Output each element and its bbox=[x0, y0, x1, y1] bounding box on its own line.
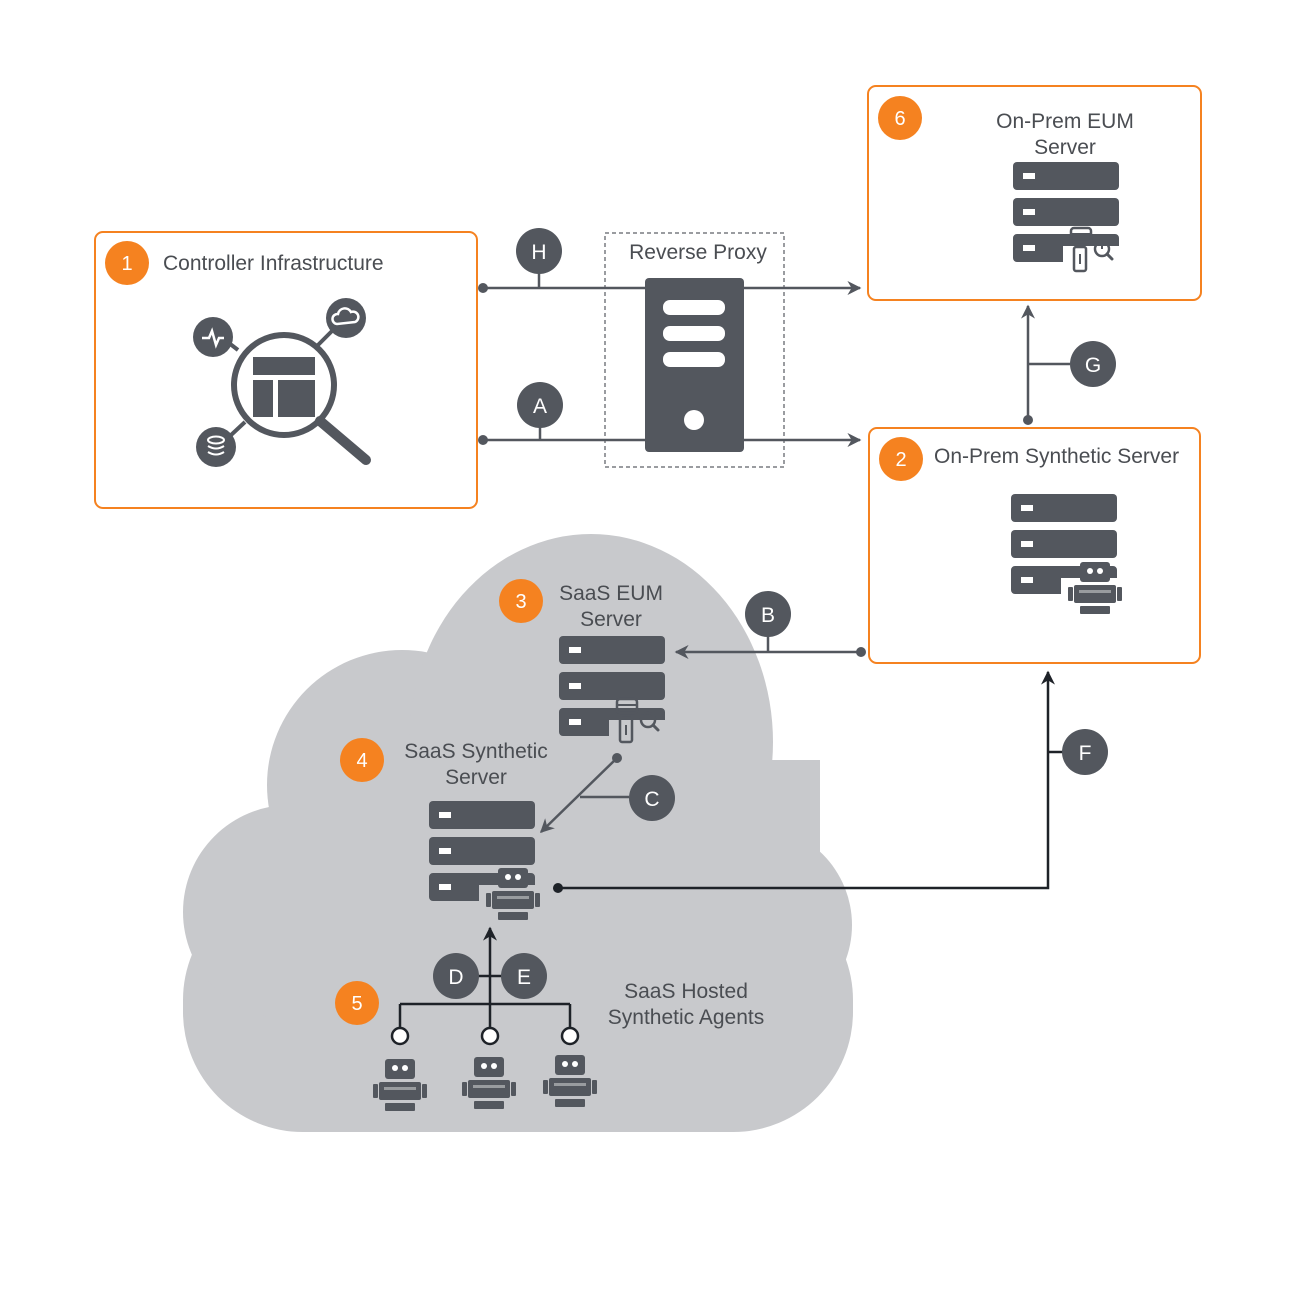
step-badge-4 bbox=[340, 738, 384, 782]
connection-f: F bbox=[553, 670, 1108, 893]
tower-server-icon bbox=[645, 278, 744, 452]
connection-label-h: H bbox=[531, 241, 546, 264]
controller-title: Controller Infrastructure bbox=[163, 252, 384, 275]
saas-synthetic-title-line2: Server bbox=[445, 766, 507, 789]
step-number-6: 6 bbox=[894, 108, 905, 130]
step-badge-1 bbox=[105, 241, 149, 285]
step-number-1: 1 bbox=[121, 253, 132, 275]
saas-eum-server-node[interactable]: 3 SaaS EUM Server bbox=[499, 579, 665, 744]
step-badge-3 bbox=[499, 579, 543, 623]
on-prem-synthetic-server-node[interactable]: 2 On-Prem Synthetic Server bbox=[868, 427, 1201, 664]
connection-label-d: D bbox=[448, 966, 463, 989]
connection-label-c: C bbox=[644, 788, 659, 811]
connection-label-b: B bbox=[761, 604, 775, 627]
saas-eum-title-line2: Server bbox=[580, 608, 642, 631]
agents-title-line1: SaaS Hosted bbox=[624, 980, 748, 1003]
connection-label-g: G bbox=[1085, 354, 1101, 377]
saas-synthetic-server-node[interactable]: 4 SaaS Synthetic Server bbox=[340, 738, 548, 920]
step-number-3: 3 bbox=[515, 591, 526, 613]
step-badge-2 bbox=[879, 437, 923, 481]
connection-label-e: E bbox=[517, 966, 531, 989]
analytics-magnifier-icon bbox=[193, 298, 371, 467]
saas-hosted-agents-node[interactable]: 5 SaaS Hosted Synthetic Agents bbox=[335, 980, 764, 1111]
connection-de: D E bbox=[433, 926, 547, 1004]
connection-label-a: A bbox=[533, 395, 547, 418]
controller-infrastructure-node[interactable]: 1 Controller Infrastructure bbox=[94, 231, 478, 509]
on-prem-eum-title-line2: Server bbox=[1034, 136, 1096, 159]
saas-eum-title-line1: SaaS EUM bbox=[559, 582, 663, 605]
on-prem-eum-title-line1: On-Prem EUM bbox=[996, 110, 1134, 133]
agents-title-line2: Synthetic Agents bbox=[608, 1006, 764, 1029]
saas-synthetic-title-line1: SaaS Synthetic bbox=[404, 740, 548, 763]
connection-label-f: F bbox=[1079, 742, 1092, 765]
connection-g: G bbox=[1021, 304, 1116, 425]
connection-b: B bbox=[674, 591, 866, 659]
step-number-2: 2 bbox=[895, 449, 906, 471]
on-prem-synthetic-title: On-Prem Synthetic Server bbox=[934, 445, 1179, 468]
step-number-4: 4 bbox=[356, 750, 367, 772]
step-badge-5 bbox=[335, 981, 379, 1025]
reverse-proxy-title: Reverse Proxy bbox=[629, 241, 767, 264]
connection-c: C bbox=[539, 753, 675, 833]
connection-h: H bbox=[478, 228, 862, 295]
step-badge-6 bbox=[878, 96, 922, 140]
on-prem-eum-server-node[interactable]: 6 On-Prem EUM Server bbox=[867, 85, 1202, 301]
connection-a: A bbox=[478, 382, 862, 447]
agent-tree-connector bbox=[390, 1002, 580, 1046]
step-number-5: 5 bbox=[351, 993, 362, 1015]
reverse-proxy-node[interactable]: Reverse Proxy bbox=[604, 232, 785, 468]
